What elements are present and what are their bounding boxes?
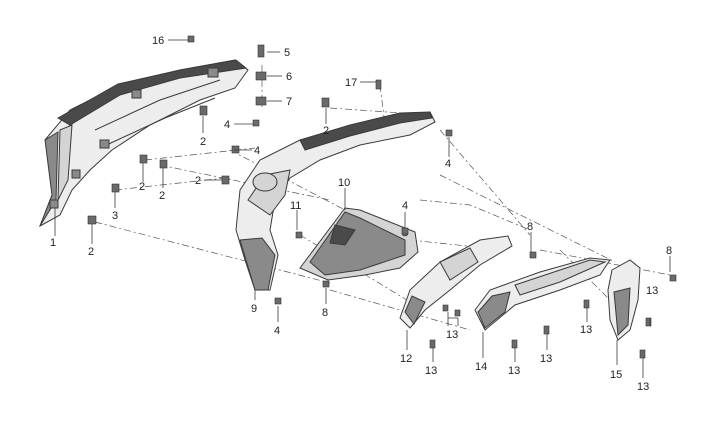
part-1-inner-panel — [39, 59, 249, 228]
callout-13-c: 13 — [446, 329, 458, 341]
callout-12: 12 — [400, 353, 412, 365]
callout-8-a: 8 — [527, 221, 533, 233]
callout-13-e: 13 — [425, 365, 437, 377]
callout-13-d: 13 — [540, 353, 552, 365]
callout-4-c: 4 — [445, 158, 451, 170]
callout-4-d: 4 — [402, 200, 408, 212]
fasteners — [87, 35, 677, 359]
callout-7: 7 — [286, 96, 292, 108]
callout-14: 14 — [475, 361, 487, 373]
callout-1: 1 — [50, 237, 56, 249]
callout-4-e: 4 — [274, 325, 280, 337]
callout-2-b: 2 — [200, 136, 206, 148]
callout-13-b: 13 — [580, 324, 592, 336]
callout-17: 17 — [345, 77, 357, 89]
callout-6: 6 — [286, 71, 292, 83]
part-15-end-cap — [607, 259, 641, 341]
callout-2-d: 2 — [159, 190, 165, 202]
part-9-center-frame — [235, 111, 436, 291]
part-12-side-panel — [399, 235, 513, 329]
callout-4-a: 4 — [224, 119, 230, 131]
leader-lines — [54, 39, 671, 378]
callout-2-e: 2 — [195, 175, 201, 187]
callout-8-c: 8 — [322, 307, 328, 319]
part-10-center-panel — [299, 207, 419, 281]
callout-9: 9 — [251, 303, 257, 315]
callout-8-b: 8 — [666, 245, 672, 257]
callout-numbers: 16 5 6 17 7 2 2 4 4 4 2 2 2 10 3 11 4 8 … — [50, 35, 672, 393]
callout-11: 11 — [290, 200, 301, 212]
callout-13-f: 13 — [508, 365, 520, 377]
callout-2-f: 2 — [88, 246, 94, 258]
callout-2-a: 2 — [323, 125, 329, 137]
callout-13-a: 13 — [646, 285, 658, 297]
callout-16: 16 — [152, 35, 164, 47]
callout-2-c: 2 — [139, 181, 145, 193]
callout-3: 3 — [112, 210, 118, 222]
callout-13-g: 13 — [637, 381, 649, 393]
callout-15: 15 — [610, 369, 622, 381]
part-14-long-panel — [474, 257, 611, 331]
callout-10: 10 — [338, 177, 350, 189]
callout-5: 5 — [284, 47, 290, 59]
callout-4-b: 4 — [254, 145, 260, 157]
